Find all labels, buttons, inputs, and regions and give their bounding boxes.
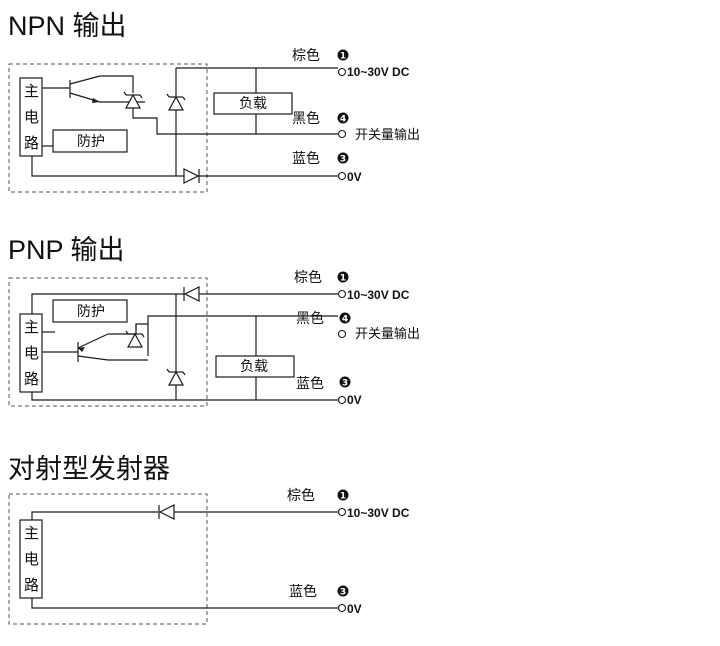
protection-box: 防护 xyxy=(52,129,128,153)
terminal-blue: 蓝色 3 0V xyxy=(292,150,362,184)
pnp-section: PNP 输出 主 电 路 xyxy=(8,235,420,407)
zener-diode-symbol xyxy=(123,91,143,109)
sensor-boundary xyxy=(8,277,208,407)
wire-color-label: 棕色 xyxy=(287,487,315,504)
terminal-black: 黑色 4 开关量输出 xyxy=(296,310,420,342)
wire-color-label: 蓝色 xyxy=(289,583,317,600)
protection-label: 防护 xyxy=(77,304,105,320)
wire-signal: 10~30V DC xyxy=(347,506,410,520)
wire xyxy=(31,156,184,177)
zener-diode-symbol xyxy=(166,368,186,386)
zener-diode-symbol xyxy=(125,330,145,348)
wire-color-label: 黑色 xyxy=(292,110,320,127)
wire-color-label: 黑色 xyxy=(296,310,324,327)
main-circuit-char: 电 xyxy=(24,108,39,126)
sensor-boundary xyxy=(8,493,208,625)
main-circuit-box: 主 电 路 xyxy=(19,77,43,157)
wire-badge: 3 xyxy=(340,588,346,598)
terminal-blue: 蓝色 3 0V xyxy=(289,583,362,616)
terminal-black: 黑色 4 开关量输出 xyxy=(292,110,420,143)
wire-badge: 1 xyxy=(340,274,346,284)
wire-badge: 4 xyxy=(342,315,348,325)
terminal-blue: 蓝色 3 0V xyxy=(296,375,362,407)
sensor-boundary xyxy=(8,63,208,193)
wire xyxy=(31,598,338,609)
main-circuit-char: 路 xyxy=(24,134,39,152)
wire-badge: 4 xyxy=(340,115,346,125)
main-circuit-char: 主 xyxy=(24,318,39,336)
main-circuit-char: 路 xyxy=(24,576,39,594)
wire xyxy=(31,392,338,401)
wire-badge: 3 xyxy=(342,379,348,389)
emitter-section: 对射型发射器 主 电 路 棕色 1 10~30V DC 蓝色 3 0V xyxy=(8,454,410,625)
wire-signal: 0V xyxy=(347,393,362,407)
main-circuit-char: 电 xyxy=(24,550,39,568)
protection-box: 防护 xyxy=(52,299,128,323)
main-circuit-box: 主 电 路 xyxy=(19,313,43,393)
main-circuit-char: 路 xyxy=(24,370,39,388)
main-circuit-char: 主 xyxy=(24,82,39,100)
protection-label: 防护 xyxy=(77,134,105,150)
main-circuit-box: 主 电 路 xyxy=(19,519,43,599)
wire-signal: 开关量输出 xyxy=(355,127,420,143)
diode-symbol xyxy=(183,168,200,184)
wire-signal: 10~30V DC xyxy=(347,65,410,79)
transistor-symbol xyxy=(77,333,109,362)
wire-signal: 0V xyxy=(347,170,362,184)
terminal-brown: 棕色 1 10~30V DC xyxy=(294,269,410,302)
wire-color-label: 蓝色 xyxy=(292,150,320,167)
pnp-title: PNP 输出 xyxy=(8,235,125,265)
wire xyxy=(100,75,134,93)
wire xyxy=(31,293,184,314)
wire-signal: 0V xyxy=(347,602,362,616)
wire xyxy=(132,108,338,135)
transistor-symbol xyxy=(69,75,101,103)
wire-color-label: 棕色 xyxy=(292,47,320,64)
wire xyxy=(147,315,338,324)
npn-section: NPN 输出 主 电 路 xyxy=(8,11,420,193)
load-box: 负载 xyxy=(213,92,293,115)
main-circuit-char: 主 xyxy=(24,524,39,542)
zener-diode-symbol xyxy=(166,93,186,111)
terminal-brown: 棕色 1 10~30V DC xyxy=(287,487,410,520)
load-label: 负载 xyxy=(240,359,268,375)
wire-badge: 3 xyxy=(340,155,346,165)
wire-color-label: 蓝色 xyxy=(296,375,324,392)
emitter-title: 对射型发射器 xyxy=(8,454,170,484)
load-label: 负载 xyxy=(239,96,267,112)
diode-symbol xyxy=(158,504,175,520)
wire xyxy=(31,511,158,520)
load-box: 负载 xyxy=(215,355,295,378)
wire-badge: 1 xyxy=(340,492,346,502)
wire-signal: 10~30V DC xyxy=(347,288,410,302)
diode-symbol xyxy=(183,286,200,302)
terminal-brown: 棕色 1 10~30V DC xyxy=(292,47,410,79)
wire-signal: 开关量输出 xyxy=(355,326,420,342)
main-circuit-char: 电 xyxy=(24,344,39,362)
wire-badge: 1 xyxy=(340,52,346,62)
wire-color-label: 棕色 xyxy=(294,269,322,286)
npn-title: NPN 输出 xyxy=(8,11,127,41)
